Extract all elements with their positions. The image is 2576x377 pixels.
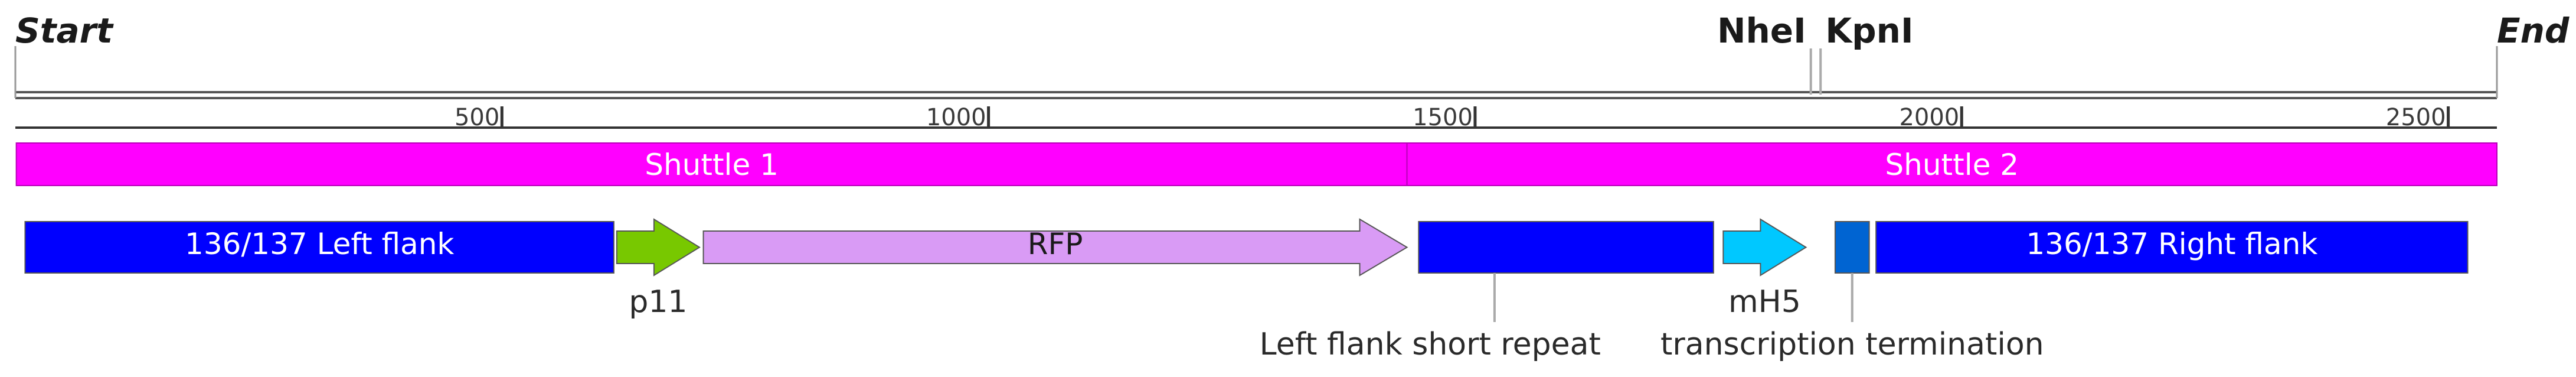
left-flank-short-repeat-label: Left flank short repeat — [1260, 327, 1601, 362]
p11-label: p11 — [629, 284, 687, 320]
mh5-label: mH5 — [1728, 284, 1801, 320]
transcription-termination-feature[interactable] — [1834, 221, 1870, 274]
right-flank-feature[interactable] — [1875, 221, 2469, 274]
shuttle-regions: Shuttle 1 Shuttle 2 — [15, 142, 2498, 186]
left-flank-label: 136/137 Left flank — [185, 227, 454, 261]
end-label: End — [2497, 11, 2570, 51]
mh5-promoter-arrow[interactable] — [1722, 218, 1807, 277]
ruler-ticks: 500 1000 1500 2000 2500 — [455, 104, 2450, 131]
shuttle-2-label: Shuttle 2 — [1885, 148, 2019, 182]
shuttle-2-bar[interactable] — [1406, 142, 2498, 186]
site-label-nhei: NheI — [1717, 11, 1806, 51]
ruler-label-2500: 2500 — [2386, 104, 2446, 131]
site-label-kpni: KpnI — [1825, 11, 1913, 51]
ruler-label-2000: 2000 — [1899, 104, 1959, 131]
p11-promoter-arrow[interactable] — [616, 218, 701, 277]
feature-track: 136/137 Left flank p11 RFP Left flank sh… — [24, 218, 2469, 362]
restriction-sites: NheI KpnI — [1717, 11, 1914, 95]
ruler-label-1000: 1000 — [926, 104, 986, 131]
ruler-label-1500: 1500 — [1413, 104, 1473, 131]
left-flank-feature[interactable] — [24, 221, 614, 274]
left-flank-short-repeat-feature[interactable] — [1418, 221, 1714, 274]
rfp-label: RFP — [1028, 227, 1083, 261]
transcription-termination-label: transcription termination — [1660, 327, 2044, 362]
start-label: Start — [15, 11, 114, 51]
rfp-gene-arrow[interactable] — [702, 218, 1408, 277]
right-flank-label: 136/137 Right flank — [2026, 227, 2317, 261]
ruler-label-500: 500 — [455, 104, 499, 131]
shuttle-1-label: Shuttle 1 — [645, 148, 779, 182]
